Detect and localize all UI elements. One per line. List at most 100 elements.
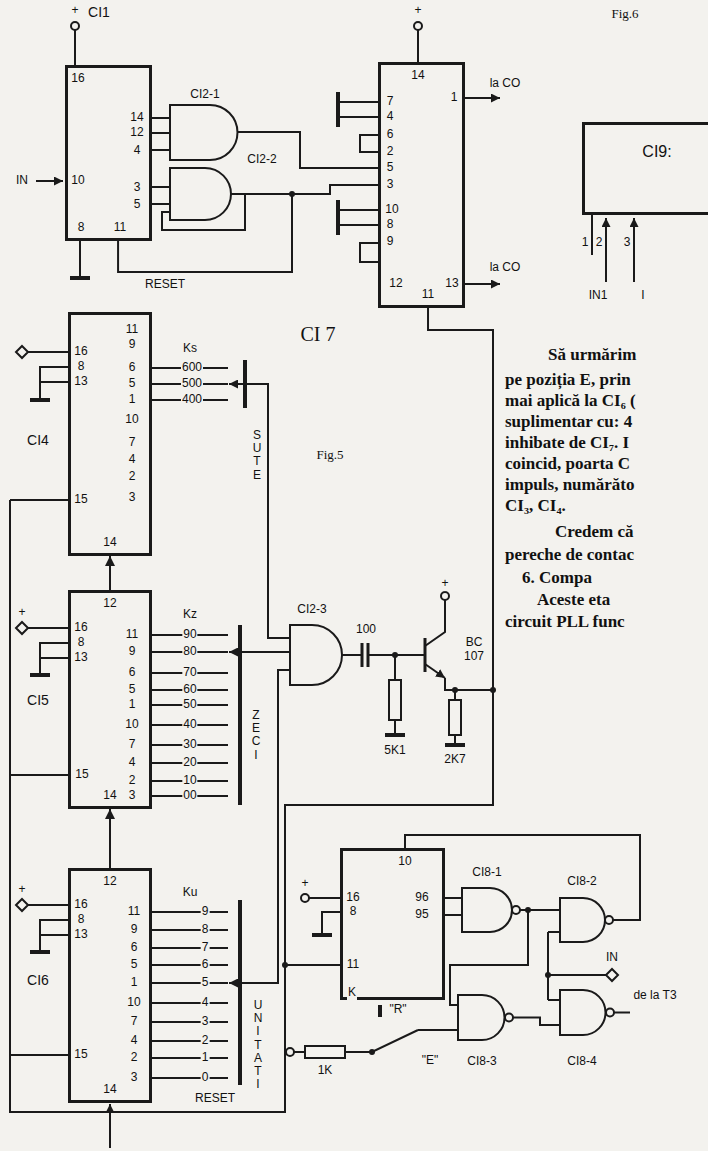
pin-number: 9 — [129, 645, 136, 659]
pin-number: 4 — [129, 756, 136, 770]
switch-caption: UNITATI — [254, 999, 263, 1091]
and-gate — [170, 105, 237, 160]
switch-value: 90 — [182, 628, 197, 642]
pin-number: 12 — [103, 875, 116, 889]
pin-number: 10 — [385, 203, 398, 217]
switch-position: "E" — [421, 1054, 440, 1068]
pin-number: 15 — [74, 1048, 87, 1062]
pin-number: 16 — [74, 621, 87, 635]
pin-number: 2 — [387, 145, 394, 159]
emitter-arrow — [425, 664, 445, 678]
pin-number: 14 — [130, 111, 143, 125]
switch-pivot — [369, 1049, 375, 1055]
gate-name: CI2-1 — [189, 88, 220, 102]
switch-value: 80 — [182, 645, 197, 659]
resistor-symbol — [305, 1046, 345, 1058]
ic-chip: 12161189136511074152143 — [68, 590, 152, 809]
switch-caption: SUTE — [253, 429, 262, 482]
switch-name: Kz — [182, 608, 198, 622]
pin-number: 13 — [74, 928, 87, 942]
ic-chip: 10169689511 — [340, 848, 445, 1000]
component-value: 2K7 — [443, 753, 466, 767]
wire — [109, 809, 111, 868]
switch-position: "R" — [388, 1003, 407, 1017]
junction-dot — [452, 687, 458, 693]
chip-name: CI4 — [26, 432, 50, 448]
supply-terminal — [441, 592, 449, 600]
pin-number: 2 — [129, 470, 136, 484]
pin-number: 3 — [387, 178, 394, 192]
switch-value: 8 — [201, 923, 210, 937]
text-line: pereche de contac — [505, 545, 634, 565]
switch-value: 7 — [201, 941, 210, 955]
pin-number: 5 — [131, 958, 138, 972]
pin-number: 16 — [74, 898, 87, 912]
pin-number: 10 — [127, 996, 140, 1010]
pin-number: 16 — [346, 891, 359, 905]
chip-name: CI1 — [87, 4, 111, 20]
switch-value: 30 — [182, 738, 197, 752]
supply-terminal — [414, 22, 422, 30]
switch-wiper — [229, 383, 243, 385]
pin-number: 11 — [422, 288, 434, 302]
pin-number: 2 — [129, 774, 136, 788]
arrow-wire — [633, 218, 635, 282]
supply-sign: + — [300, 877, 309, 891]
pin-number: 1 — [451, 91, 458, 105]
ic-chip: 12161189136511074152314 — [68, 868, 152, 1103]
pin-number: 15 — [75, 768, 88, 782]
pin-number: 3 — [134, 181, 141, 195]
signal-name: de la T3 — [632, 989, 677, 1003]
component-value: 1K — [317, 1064, 334, 1078]
chip-name: CI 7 — [300, 323, 337, 346]
switch-value: 10 — [182, 774, 197, 788]
supply-sign: + — [413, 4, 422, 18]
pin-number: 12 — [389, 277, 402, 291]
pin-number: 10 — [125, 413, 138, 427]
pin-number: 8 — [350, 905, 357, 919]
pin-number: 1 — [129, 393, 136, 407]
switch-value: 600 — [181, 361, 203, 375]
supply-terminal — [71, 22, 79, 30]
pin-number: 6 — [129, 666, 136, 680]
gate-name: CI2-2 — [246, 153, 277, 167]
supply-terminal — [286, 1048, 294, 1056]
pin-number: 5 — [387, 161, 394, 175]
pin-number: 1 — [131, 976, 138, 990]
nand-gate — [560, 898, 605, 942]
pin-number: 1 — [581, 236, 590, 250]
component-value: BC 107 — [459, 636, 489, 664]
arrow-wire — [465, 97, 500, 99]
text-line: mai aplică la CI₆ ( — [505, 391, 636, 411]
switch-wiper — [229, 982, 238, 984]
pin-number: 7 — [129, 436, 136, 450]
nand-gate — [458, 995, 505, 1040]
text-line: CI₃, CI₄. — [505, 496, 566, 516]
supply-sign: + — [70, 4, 79, 18]
switch-value: 9 — [201, 905, 210, 919]
switch-value: 2 — [201, 1034, 210, 1048]
gate-name: CI8-3 — [466, 1055, 497, 1069]
pin-number: 15 — [74, 493, 87, 507]
pin-number: 12 — [103, 597, 116, 611]
supply-sign: + — [17, 883, 26, 897]
text-line: impuls, numărăto — [505, 475, 634, 495]
switch-value: 40 — [182, 718, 197, 732]
arrow-wire — [109, 1104, 111, 1148]
wire — [118, 185, 378, 272]
pin-number: 5 — [129, 377, 136, 391]
nand-gate — [462, 888, 512, 932]
wire — [109, 556, 111, 590]
wire — [242, 384, 290, 983]
inverter-bubble — [505, 1014, 513, 1022]
gate-name: CI8-2 — [566, 875, 597, 889]
switch-value: 400 — [181, 393, 203, 407]
component-value: 5K1 — [383, 744, 406, 758]
pin-number: 4 — [131, 1034, 138, 1048]
pin-number: 10 — [398, 855, 411, 869]
text-line: pe poziția E, prin — [505, 370, 631, 390]
ic-chip: 119166851311074215314 — [68, 312, 152, 556]
